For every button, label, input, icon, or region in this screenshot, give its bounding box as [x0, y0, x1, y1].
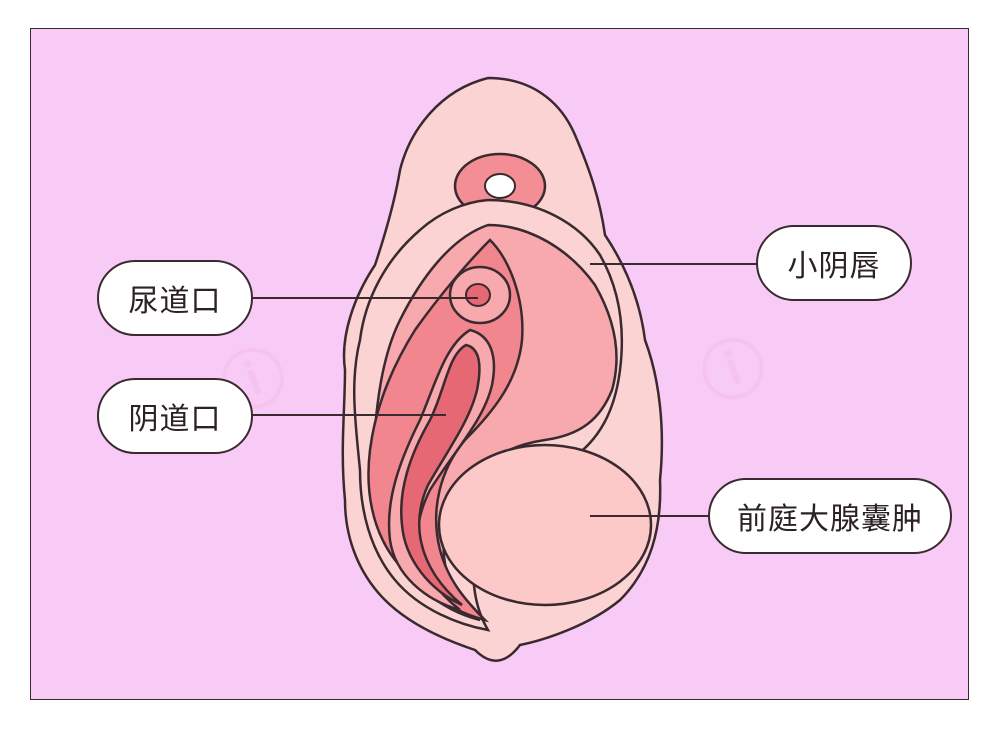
label-vaginal-opening: 阴道口	[97, 378, 253, 454]
bartholin-cyst	[437, 443, 653, 607]
label-labia-minora: 小阴唇	[756, 225, 912, 301]
clitoris-center	[484, 173, 516, 199]
label-bartholin-cyst: 前庭大腺囊肿	[708, 478, 952, 554]
urethral-opening	[465, 283, 491, 307]
vaginal-canal	[400, 343, 481, 607]
label-urethral-opening: 尿道口	[97, 260, 253, 336]
